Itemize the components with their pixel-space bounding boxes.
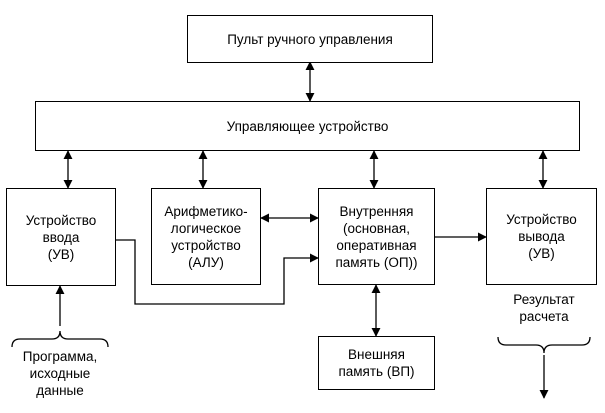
input-data-brace (11, 330, 109, 348)
result-brace (497, 336, 591, 354)
arrow-input-memory (116, 239, 319, 305)
result-label: Результат расчета (513, 292, 575, 324)
manual-console-block: Пульт ручного управления (187, 15, 433, 63)
output-device-label: Устройство вывода (УВ) (506, 212, 577, 261)
control-unit-label: Управляющее устройство (226, 118, 389, 134)
manual-console-label: Пульт ручного управления (227, 31, 393, 47)
control-unit-block: Управляющее устройство (35, 101, 580, 151)
input-device-label: Устройство ввода (УВ) (25, 212, 97, 262)
alu-label: Арифметико- логическое устройство (АЛУ) (164, 203, 248, 270)
alu-block: Арифметико- логическое устройство (АЛУ) (151, 188, 261, 285)
output-device-block: Устройство вывода (УВ) (486, 188, 597, 285)
main-memory-block: Внутренняя (основная, оперативная память… (318, 188, 435, 285)
external-memory-label: Внешняя память (ВП) (338, 347, 415, 379)
input-data-label: Программа, исходные данные (22, 349, 98, 398)
input-device-block: Устройство ввода (УВ) (6, 188, 116, 286)
main-memory-label: Внутренняя (основная, оперативная память… (335, 203, 418, 270)
external-memory-block: Внешняя память (ВП) (318, 336, 435, 390)
